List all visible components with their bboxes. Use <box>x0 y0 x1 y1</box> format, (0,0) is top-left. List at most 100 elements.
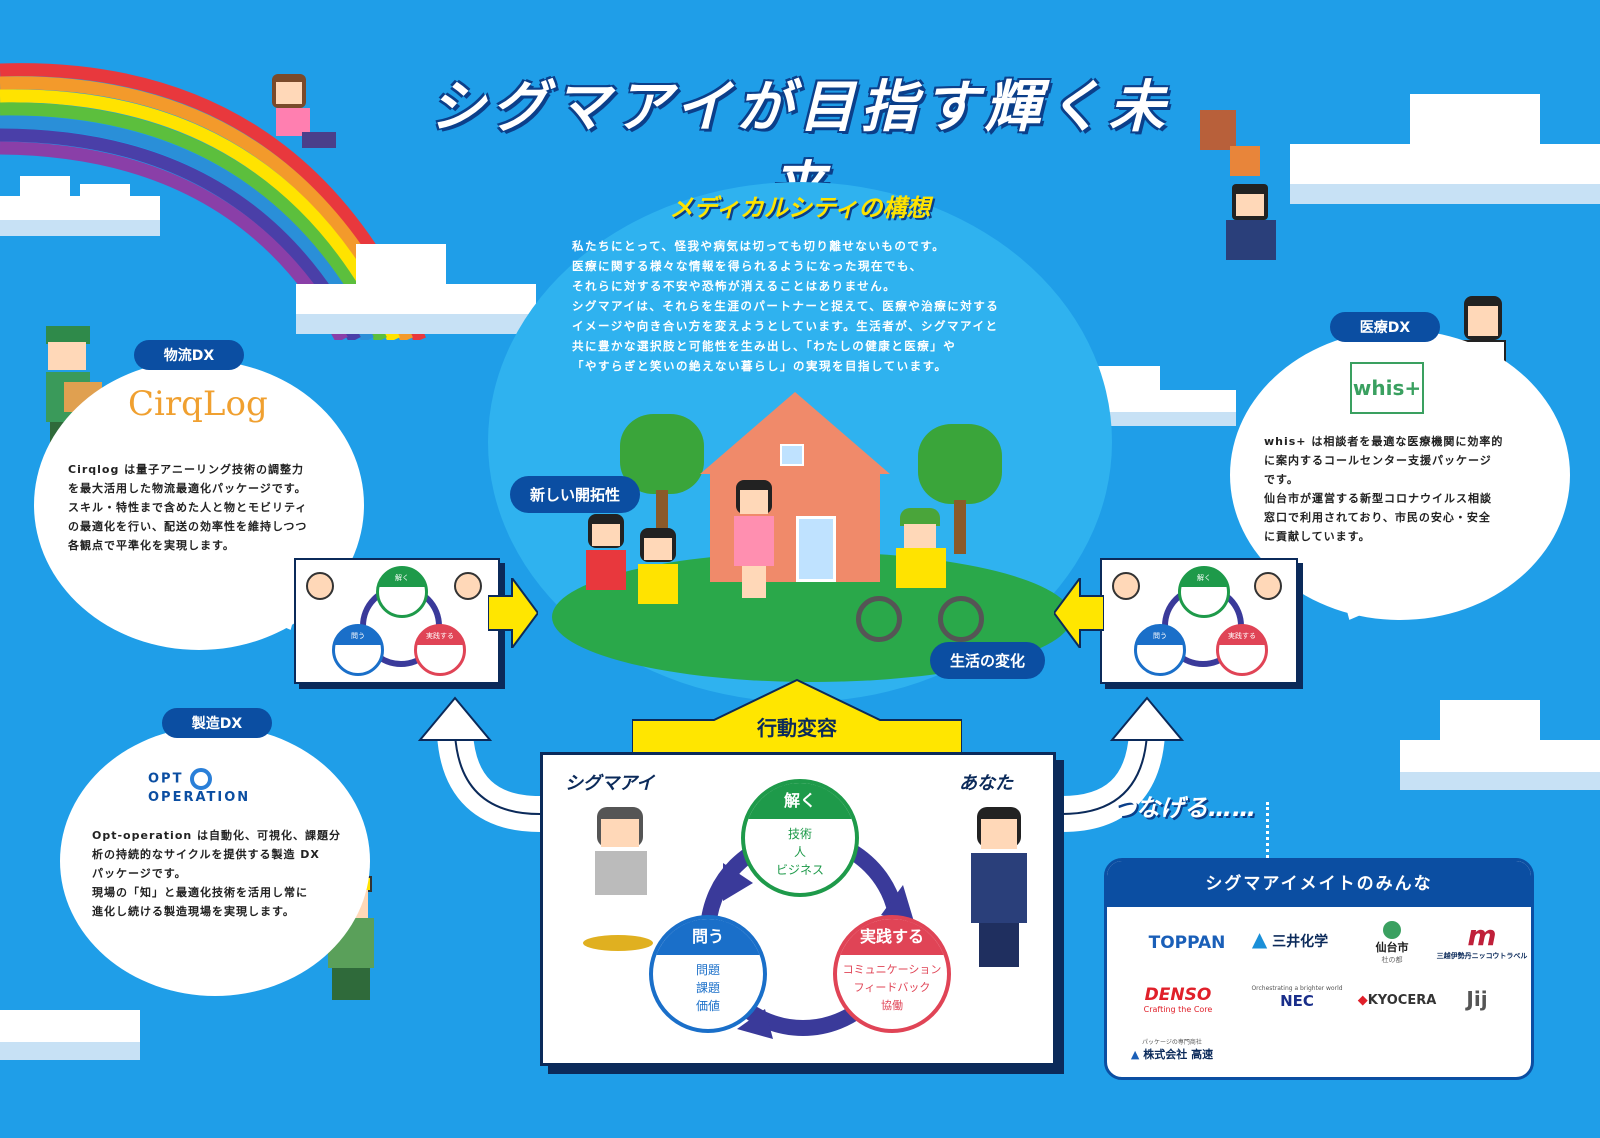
face-icon <box>1254 572 1282 600</box>
medical-line: です。 <box>1264 473 1299 486</box>
sigma-i-name: シグマアイ <box>565 773 655 794</box>
sendai-text: 仙台市 <box>1375 941 1409 954</box>
cycle-solve-title: 解く <box>745 783 855 819</box>
concept-line: 私たちにとって、怪我や病気は切っても切り離せないものです。 <box>572 239 946 253</box>
face-icon <box>1112 572 1140 600</box>
nec-text: NEC <box>1280 992 1314 1010</box>
partners-title: シグマアイメイトのみんな <box>1107 861 1531 907</box>
medical-line: に案内するコールセンター支援パッケージ <box>1264 454 1492 467</box>
mitsukoshi-text: 三越伊勢丹ニッコウトラベル <box>1436 952 1528 960</box>
manufacturing-line: 進化し続ける製造現場を実現します。 <box>92 905 295 918</box>
medical-line: に貢献しています。 <box>1264 530 1371 543</box>
yellow-arrow-left <box>1054 578 1104 648</box>
cycle-ask-item: 問題 <box>695 963 720 977</box>
sendai-logo: 仙台市 杜の都 <box>1357 921 1427 965</box>
cycle-box: シグマアイ あなた 解く 技術 人 ビジネス 問う 問題 課題 価値 <box>540 752 1056 1066</box>
cloud-top-left <box>0 176 160 236</box>
logistics-line: 各観点で平準化を実現します。 <box>68 539 235 552</box>
medical-text: whis+ は相談者を最適な医療機関に効率的 に案内するコールセンター支援パッケ… <box>1264 432 1554 546</box>
sendai-mark-icon <box>1383 921 1401 939</box>
mini-solve: 解く <box>376 566 428 618</box>
medical-line: 仙台市が運営する新型コロナウイルス相談 <box>1264 492 1492 505</box>
girl-waving-character <box>730 480 780 600</box>
medical-line: 窓口で利用されており、市民の安心・安全 <box>1264 511 1491 524</box>
mitsui-logo: ▲ 三井化学 <box>1235 927 1345 951</box>
man-with-box-character <box>1196 110 1306 280</box>
mini-practice: 実践する <box>414 624 466 676</box>
toppan-logo: TOPPAN <box>1148 933 1226 953</box>
cycle-practice: 実践する コミュニケーション フィードバック 協働 <box>833 915 951 1033</box>
mini-ask-label: 問う <box>1137 627 1183 645</box>
cycle-ask-item: 価値 <box>695 999 720 1013</box>
jij-logo: Jij <box>1466 987 1488 1011</box>
kyocera-text: KYOCERA <box>1367 993 1437 1008</box>
mini-ask: 問う <box>332 624 384 676</box>
mini-practice-label: 実践する <box>417 627 463 645</box>
manufacturing-line: パッケージです。 <box>92 867 187 880</box>
opt-operation-logo: OPT OPERATION <box>148 768 318 805</box>
yellow-arrow-right <box>488 578 538 648</box>
nec-subtext: Orchestrating a brighter world <box>1251 985 1343 992</box>
kosoku-logo: パッケージの専門商社 ▲ 株式会社 高速 <box>1117 1037 1227 1062</box>
mini-practice-label: 実践する <box>1219 627 1265 645</box>
running-kids-character <box>578 514 694 624</box>
medical-line: whis+ は相談者を最適な医療機関に効率的 <box>1264 435 1504 448</box>
you-name: あなた <box>959 773 1013 794</box>
manufacturing-label: 製造DX <box>162 708 272 738</box>
kosoku-text: 株式会社 高速 <box>1143 1048 1214 1061</box>
mini-ask: 問う <box>1134 624 1186 676</box>
you-character <box>963 807 1039 967</box>
mini-cycle-box-right: 解く 問う 実践する <box>1100 558 1298 684</box>
mitsukoshi-mark-icon: m <box>1467 919 1497 952</box>
connect-label: つなげる…… <box>1112 794 1256 822</box>
behavior-change-arrow <box>632 678 962 756</box>
concept-title: メディカルシティの構想 <box>669 194 931 222</box>
logistics-line: の最適化を行い、配送の効率性を維持しつつ <box>68 520 308 533</box>
life-change-label: 生活の変化 <box>930 642 1046 679</box>
cirqlog-logo: CirqLog <box>128 384 268 424</box>
logistics-text: Cirqlog は量子アニーリング技術の調整力 を最大活用した物流最適化パッケー… <box>68 460 358 555</box>
denso-logo: DENSO Crafting the Core <box>1123 985 1233 1014</box>
logistics-line: を最大活用した物流最適化パッケージです。 <box>68 482 307 495</box>
denso-subtext: Crafting the Core <box>1143 1005 1213 1014</box>
manufacturing-bubble <box>60 726 370 996</box>
curved-arrow-left <box>417 696 541 832</box>
cycle-practice-item: フィードバック <box>853 981 931 994</box>
cloud-right-lower <box>1400 700 1600 790</box>
concept-line: イメージや向き合い方を変えようとしています。生活者が、シグマアイと <box>572 319 999 333</box>
cycle-solve: 解く 技術 人 ビジネス <box>741 779 859 897</box>
manufacturing-line: Opt-operation は自動化、可視化、課題分 <box>92 829 342 842</box>
cloud-left-middle <box>296 244 536 334</box>
cycle-practice-item: コミュニケーション <box>842 963 942 976</box>
operation-ring-icon <box>189 768 212 790</box>
kyocera-mark-icon: ◆ <box>1357 993 1368 1008</box>
concept-line: それらに対する不安や恐怖が消えることはありません。 <box>572 279 897 293</box>
girl-on-rainbow-character <box>262 74 342 164</box>
mini-solve-label: 解く <box>1181 569 1227 587</box>
curved-arrow-right <box>1061 696 1185 832</box>
denso-text: DENSO <box>1144 985 1212 1005</box>
manufacturing-line: 現場の「知」と最適化技術を活用し常に <box>92 886 308 899</box>
kosoku-subtext: パッケージの専門商社 <box>1142 1039 1202 1046</box>
logistics-line: Cirqlog は量子アニーリング技術の調整力 <box>68 463 304 476</box>
mini-ask-label: 問う <box>335 627 381 645</box>
cycle-ask-item: 課題 <box>695 981 720 995</box>
openness-label: 新しい開拓性 <box>510 476 641 513</box>
cycle-solve-item: 人 <box>793 845 806 859</box>
sendai-subtext: 杜の都 <box>1381 956 1403 964</box>
mini-solve-label: 解く <box>379 569 425 587</box>
cycle-solve-item: 技術 <box>787 827 812 841</box>
cloud-top-right <box>1290 94 1600 204</box>
logistics-label: 物流DX <box>134 340 244 370</box>
concept-line: シグマアイは、それらを生涯のパートナーと捉えて、医療や治療に対する <box>572 299 1000 313</box>
mini-practice: 実践する <box>1216 624 1268 676</box>
kyocera-logo: ◆KYOCERA <box>1347 993 1447 1008</box>
mini-cycle-box-left: 解く 問う 実践する <box>294 558 500 684</box>
rainbow <box>0 63 426 340</box>
medical-label: 医療DX <box>1330 312 1440 342</box>
logistics-line: スキル・特性まで含めた人と物とモビリティ <box>68 501 308 514</box>
concept-text: 私たちにとって、怪我や病気は切っても切り離せないものです。 医療に関する様々な情… <box>572 236 1072 376</box>
concept-line: 共に豊かな選択肢と可能性を生み出し、「わたしの健康と医療」や <box>572 339 957 353</box>
partners-panel: シグマアイメイトのみんな TOPPAN ▲ 三井化学 仙台市 杜の都 m 三越伊… <box>1104 858 1534 1080</box>
mitsui-mark-icon: ▲ <box>1251 927 1268 951</box>
